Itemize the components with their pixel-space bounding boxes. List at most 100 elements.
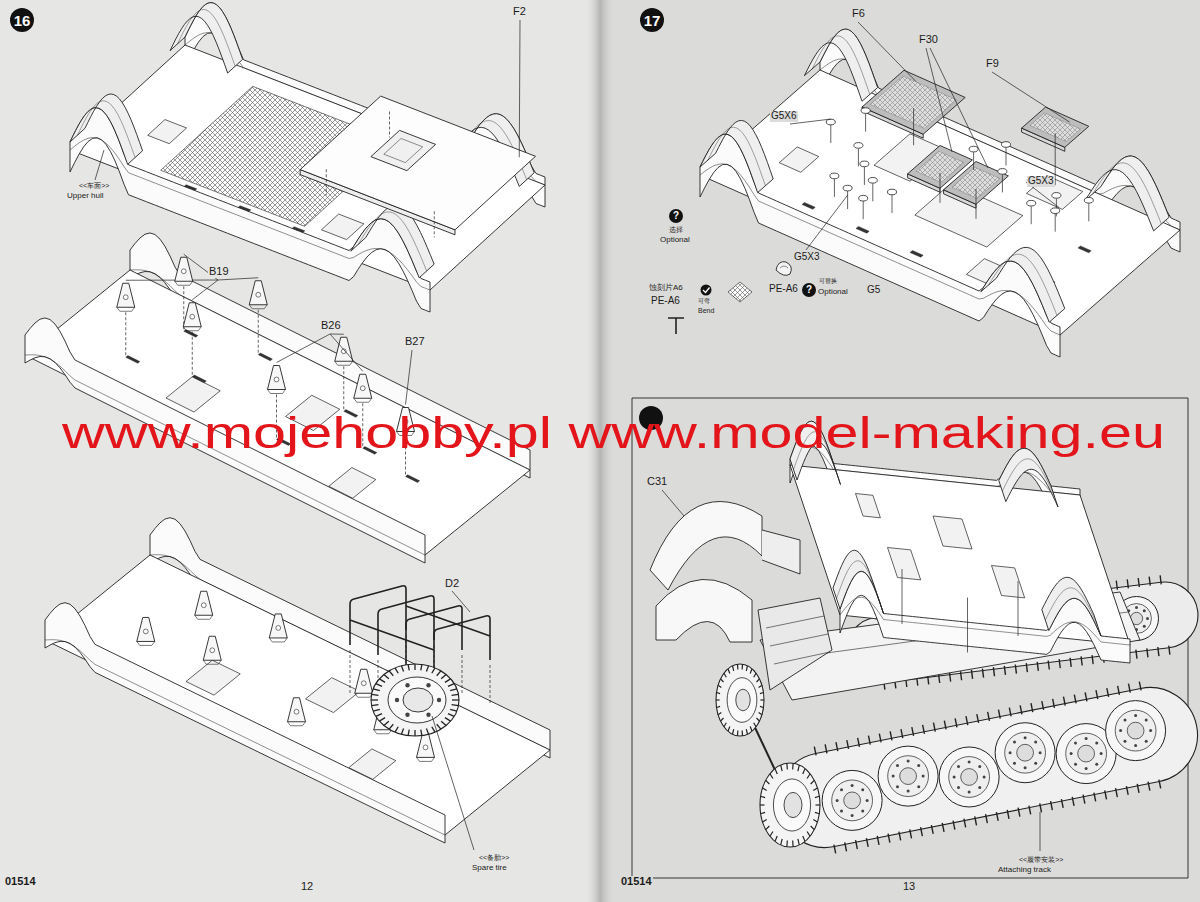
track-link	[1040, 803, 1042, 812]
wheel-bolt	[1135, 606, 1138, 609]
engine-block	[758, 598, 832, 690]
fender-seam	[989, 254, 1057, 315]
track-link	[877, 836, 879, 845]
tire-tread	[746, 666, 747, 671]
wheel-rim	[727, 678, 757, 723]
fender-top	[700, 120, 773, 192]
track-link	[993, 667, 994, 676]
tire-tread	[384, 721, 389, 725]
tire-tread	[746, 729, 747, 734]
tire-tread	[733, 729, 734, 734]
track-link	[814, 747, 816, 756]
tire-tread	[807, 832, 810, 837]
leader-line	[992, 72, 1070, 122]
wheel-bolt	[1024, 736, 1027, 739]
wheel-bolt	[968, 790, 971, 793]
wheel-bolt	[896, 764, 899, 767]
tire-tread	[733, 666, 734, 671]
leader-line	[519, 20, 521, 157]
track-link	[939, 674, 940, 683]
track-link	[960, 671, 961, 680]
leader-line	[434, 211, 435, 237]
tire-tread	[766, 780, 770, 784]
tire-tread	[724, 673, 726, 677]
tire-tread	[432, 668, 435, 673]
part-number: B19	[208, 266, 230, 278]
road-wheel	[995, 723, 1055, 783]
track-link	[1149, 577, 1150, 586]
track-link	[1116, 788, 1118, 797]
bracket-foot	[203, 660, 221, 664]
track-link	[955, 718, 957, 727]
fender-seam	[1045, 588, 1097, 626]
part-number: B26	[320, 320, 342, 332]
wheel-bolt	[840, 788, 843, 791]
bracket-hole	[190, 314, 195, 319]
caption-text: Attaching track	[997, 866, 1052, 874]
tire-tread	[448, 714, 454, 717]
leader-line	[432, 716, 474, 850]
tire-tread	[408, 664, 409, 670]
wheel-bolt	[907, 790, 910, 793]
plate-slot	[1078, 246, 1091, 253]
rack-loop	[434, 616, 490, 675]
track-link	[964, 819, 966, 828]
wheel-bolt	[1149, 729, 1152, 732]
tire-tread	[807, 774, 810, 779]
leader-line	[940, 173, 941, 203]
fender-seam	[837, 561, 881, 603]
lower-hull-drawing	[25, 233, 530, 563]
track-link	[1072, 797, 1074, 806]
track-link	[1105, 790, 1107, 799]
tire-tread	[389, 671, 393, 676]
tire-tread	[717, 706, 721, 707]
tire-tread	[421, 664, 422, 670]
hull-plate	[45, 555, 550, 835]
track-link	[1126, 786, 1128, 795]
track-link	[866, 838, 868, 847]
track-link	[1158, 647, 1159, 656]
bracket-hole	[123, 295, 128, 300]
road-wheel	[878, 746, 938, 806]
hub-bolt	[405, 713, 409, 717]
tire-tread	[437, 724, 441, 729]
leader-line	[892, 195, 893, 213]
wheel-bolt	[1074, 763, 1077, 766]
note-text: Optional	[817, 288, 849, 296]
tire-tread	[432, 727, 435, 732]
track-link	[890, 731, 892, 740]
leader-line	[902, 569, 903, 624]
badge-text: 16	[14, 13, 31, 28]
track-link	[834, 845, 836, 854]
small-part	[1084, 198, 1093, 204]
tire-tread	[721, 679, 724, 682]
tire-tread	[724, 723, 726, 727]
watermark: www.mojehobby.pl www.model-making.eu	[62, 410, 1165, 456]
track-link	[1169, 646, 1170, 655]
wheel-hub	[736, 689, 750, 711]
leader-line	[1040, 812, 1041, 851]
upper-hull-drawing	[700, 22, 1180, 357]
track-link	[1138, 578, 1139, 587]
track-link	[899, 832, 901, 841]
small-part	[998, 169, 1007, 175]
part-number: G5	[866, 285, 881, 296]
plate-hole	[856, 494, 881, 518]
track-link	[998, 710, 1000, 719]
track-link	[982, 669, 983, 678]
track-link	[1085, 692, 1087, 701]
bracket-foot	[117, 307, 135, 311]
track-link	[1094, 793, 1096, 802]
track-link	[921, 827, 923, 836]
wheel-bolt	[1085, 737, 1088, 740]
tire-tread	[414, 664, 415, 670]
wheel-bolt	[1146, 617, 1149, 620]
small-part	[859, 195, 868, 201]
track-link	[912, 727, 914, 736]
track-link	[1096, 690, 1098, 699]
track-link	[988, 712, 990, 721]
bracket-hole	[361, 681, 366, 686]
track-link	[1159, 780, 1161, 789]
track-link	[1031, 703, 1033, 712]
